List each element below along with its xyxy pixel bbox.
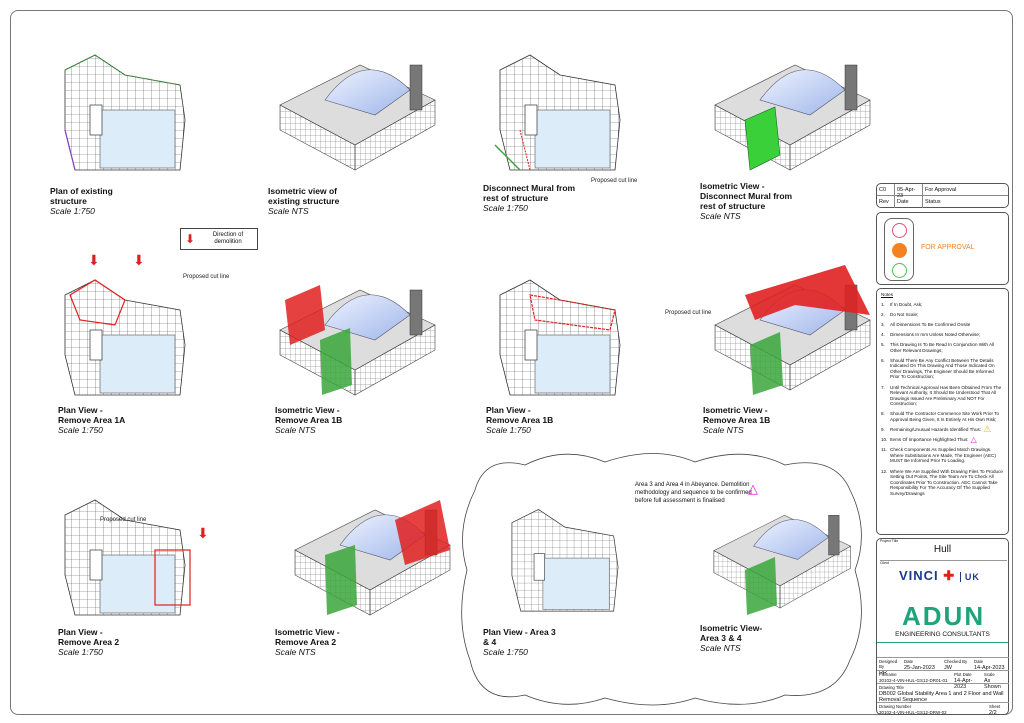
caption-3: Isometric View - Disconnect Mural from r… [700,181,793,221]
red-arrow-icon: ⬇ [197,525,209,541]
note-text: Should The Contractor Commence Site Work… [890,411,1000,422]
importance-icon: △ [748,481,758,496]
note-item: 2.Do Not Scale; [881,311,919,317]
iso-remove-2-drawing [285,500,455,620]
note-text: Remaining/Unusual Hazards Identified Thu… [890,427,982,433]
note-item: 12.Where We Are Supplied With Drawing Fi… [881,468,1003,496]
note-text: Items Of Importance Highlighted Thus: [890,437,969,443]
demolition-legend: ⬇Direction of demolition [180,228,258,250]
note-item: 4.Dimensions In mm Unless Noted Otherwis… [881,331,981,337]
note-text: Do Not Scale; [890,311,919,317]
plan-disconnect-mural-drawing [494,50,630,171]
note-item: 9.Remaining/Unusual Hazards Identified T… [881,424,992,435]
notes-panel: Notes 1.If In Doubt, Ask;2.Do Not Scale;… [876,288,1009,535]
red-arrow-icon: ⬇ [133,252,145,268]
title-block: Project Title Hull Client VINCI ✚ UK ADU… [876,538,1009,716]
importance-icon: △ [970,435,977,445]
plan-area-3-4-drawing [495,505,635,620]
approval-status: FOR APPROVAL [921,244,975,251]
note-text: Check Components As Supplied Match Drawi… [890,447,996,464]
plan-remove-2-drawing [55,495,191,625]
note-text: Dimensions In mm Unless Noted Otherwise; [890,331,981,337]
abeyance-note: Area 3 and Area 4 in Abeyance. Demolitio… [635,482,752,504]
abeyance-cloud [461,453,862,706]
plan-remove-1a-drawing [55,279,195,405]
iso-disconnect-mural-drawing [705,45,875,171]
note-text: If In Doubt, Ask; [890,301,923,307]
cut-line-label: Proposed cut line [100,517,147,523]
cut-line-label: Proposed cut line [665,310,712,316]
iso-remove-1b-2-drawing [705,265,875,395]
note-item: 7.Until Technical Approval Has Been Obta… [881,385,1004,407]
cut-line-label: Proposed cut line [591,178,638,184]
adun-logo: ADUN [902,601,986,631]
approval-status-panel: FOR APPROVAL [876,212,1009,285]
note-item: 8.Should The Contractor Commence Site Wo… [881,411,1004,422]
iso-remove-1b-drawing [270,285,440,400]
iso-area-3-4-drawing [705,495,855,615]
note-item: 1.If In Doubt, Ask; [881,301,923,307]
note-text: All Dimensions To Be Confirmed Onsite [890,321,971,327]
note-text: Until Technical Approval Has Been Obtain… [890,384,1002,407]
cut-line-label: Proposed cut line [183,274,230,280]
traffic-light-icon [884,218,914,281]
note-text: Where We Are Supplied With Drawing Files… [890,468,1003,496]
note-text: Should There Be Any Conflict Between The… [890,357,995,380]
red-arrow-icon: ⬇ [88,252,100,268]
plan-existing-drawing [64,54,195,180]
plan-remove-1b-drawing [490,275,630,405]
vinci-logo: VINCI ✚ UK [899,568,980,583]
note-item: 5.This Drawing Is To Be Read In Conjunct… [881,342,1004,353]
note-item: 6.Should There Be Any Conflict Between T… [881,358,1004,380]
note-item: 3.All Dimensions To Be Confirmed Onsite [881,321,971,327]
red-arrow-icon: ⬇ [184,232,196,246]
iso-existing-drawing [270,45,440,175]
drawing-sheet-border [10,10,1013,715]
note-item: 11.Check Components As Supplied Match Dr… [881,447,1004,464]
note-text: This Drawing Is To Be Read In Conjunctio… [890,341,995,353]
note-item: 10.Items Of Importance Highlighted Thus:… [881,435,977,445]
project-title: Hull [933,544,952,555]
hazard-icon: ⚠ [983,424,992,435]
